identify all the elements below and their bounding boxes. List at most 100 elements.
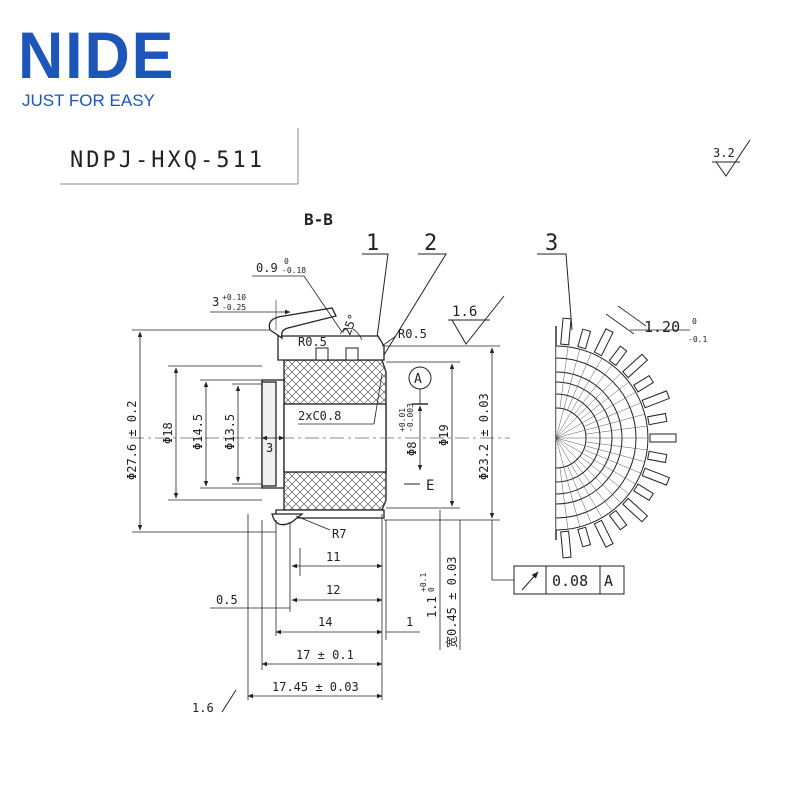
hub-line [555,408,565,439]
dim-radius-left: R0.5 [298,335,327,349]
dim-bar-thickness: 1.20 [644,318,680,336]
dim-radius-right: R0.5 [398,327,427,341]
segment-bar [577,526,592,548]
callout-leaders [362,253,573,356]
dim-length-12: 12 [326,583,340,597]
hub-line [555,437,565,468]
segment-bar [633,374,655,393]
hub-line [555,437,578,460]
radial-line [567,465,592,524]
brand-logo: NIDE [18,18,176,92]
radial-line [581,391,636,424]
roughness-general-value: 3.2 [713,146,735,160]
dim-lines-vertical [132,329,514,581]
segment-bar [560,530,572,559]
segment-bar [633,483,655,502]
radial-line [584,413,645,431]
segment-bar [649,433,677,443]
dim-outer-diameter: Φ27.6 ± 0.2 [125,401,139,480]
dim-diameter-19: Φ19 [437,424,451,446]
hub-line [555,422,583,439]
section-marker-e: E [426,478,434,494]
runout-datum: A [604,572,613,590]
segment-bar [647,412,668,426]
radial-line [583,402,642,427]
dim-diameter-8-tol-dn: -0.003 [406,403,415,432]
radial-line [567,352,592,411]
dim-groove-tol-dn: -0.18 [282,266,306,275]
datum-label: A [414,372,422,387]
segment-bar [593,519,614,548]
dim-segment-tol-up: +0.1 [419,573,428,592]
segment-bar [641,467,670,486]
radial-line [570,463,603,518]
dim-chamfer: 2xC0.8 [298,409,341,423]
dim-hook-tol-up: +0.10 [222,293,246,302]
radial-line [570,358,603,413]
brand-tagline: JUST FOR EASY [22,91,155,110]
hub-line [555,411,572,439]
radial-line [574,461,613,512]
dim-hook-length: 3 [212,295,219,309]
hub-line [555,416,578,439]
dim-diameter-8-tol-up: +0.01 [398,408,407,432]
hub-line [555,437,572,465]
callout-3: 3 [545,231,558,256]
runout-frame [513,565,625,595]
dim-bar-tol-up: 0 [692,317,697,326]
section-body [261,307,387,526]
dim-segment-tol-dn: 0 [427,587,436,592]
dim-length-1: 1 [406,615,413,629]
dim-diameter-23-2: Φ23.2 ± 0.03 [477,393,491,480]
dim-groove-tol-up: 0 [284,257,289,266]
runout-arrow-icon [521,571,539,591]
segment-bar [560,317,572,346]
roughness-symbol-general [712,139,751,177]
end-view-radial-lines [555,346,648,530]
radial-line [559,346,569,409]
segment-bar [577,328,592,350]
dim-length-11: 11 [326,550,340,564]
dim-hook-tol-dn: -0.25 [222,303,246,312]
dim-depth-3: 3 [266,441,273,455]
dim-length-17: 17 ± 0.1 [296,648,354,662]
dim-radius-7: R7 [332,527,346,541]
dim-bar-tol-dn: -0.1 [688,335,707,344]
segment-bar [593,328,614,357]
radial-line [579,381,630,420]
dim-length-0-5: 0.5 [216,593,238,607]
segment-bar [608,509,628,531]
top-grooves [315,347,359,361]
title-block-frame [60,128,299,185]
dim-diameter-18: Φ18 [161,422,175,444]
dim-diameter-14-5: Φ14.5 [191,414,205,450]
section-label: B-B [304,210,333,229]
radial-line [574,364,613,415]
callout-1: 1 [366,231,379,256]
segment-bar [647,450,668,464]
end-view-segment-bars [560,317,677,559]
hub-line [555,429,586,439]
dim-length-14: 14 [318,615,332,629]
radial-line [577,459,622,504]
roughness-bottom-value: 1.6 [192,701,214,715]
dim-segment-1-1: 1.1 [425,596,439,618]
roughness-symbol-bottom [221,689,237,713]
dim-diameter-13-5: Φ13.5 [223,414,237,450]
radial-line [579,456,630,495]
dim-diameter-8: Φ8 [405,442,419,456]
dim-slot-width: 宽0.45 ± 0.03 [444,557,459,648]
dim-groove-width: 0.9 [256,261,278,275]
radial-line [581,452,636,485]
radial-line [559,467,569,530]
dim-lines-horizontal [210,514,420,700]
segment-bar [622,497,649,523]
dim-angle: 25° [340,312,361,337]
hub-line [555,437,586,447]
radial-line [583,449,642,474]
segment-bar [622,353,649,379]
dim-length-17-45: 17.45 ± 0.03 [272,680,359,694]
radial-line [585,425,648,435]
runout-value: 0.08 [552,572,588,590]
